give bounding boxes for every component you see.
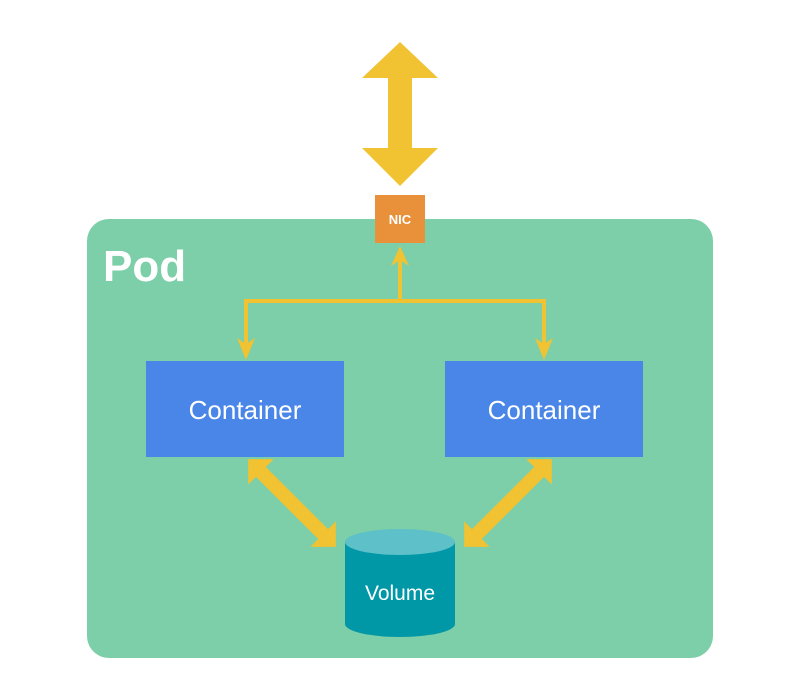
container-left-label: Container	[189, 395, 302, 425]
volume-cylinder	[345, 529, 455, 637]
pod-box	[87, 219, 713, 658]
nic-label: NIC	[389, 212, 412, 227]
container-left-box	[146, 361, 344, 457]
arrowhead-down-left-icon	[237, 338, 255, 360]
arrowhead-up-icon	[391, 246, 409, 266]
container-right-label: Container	[488, 395, 601, 425]
nic-box	[375, 195, 425, 243]
container-right-box	[445, 361, 643, 457]
volume-label: Volume	[365, 582, 435, 605]
network-connector	[244, 256, 546, 344]
arrowhead-down-right-icon	[535, 338, 553, 360]
right-volume-double-arrow-icon	[464, 459, 552, 547]
external-double-arrow-icon	[362, 42, 438, 186]
pod-label: Pod	[103, 242, 186, 291]
left-volume-double-arrow-icon	[248, 459, 336, 547]
